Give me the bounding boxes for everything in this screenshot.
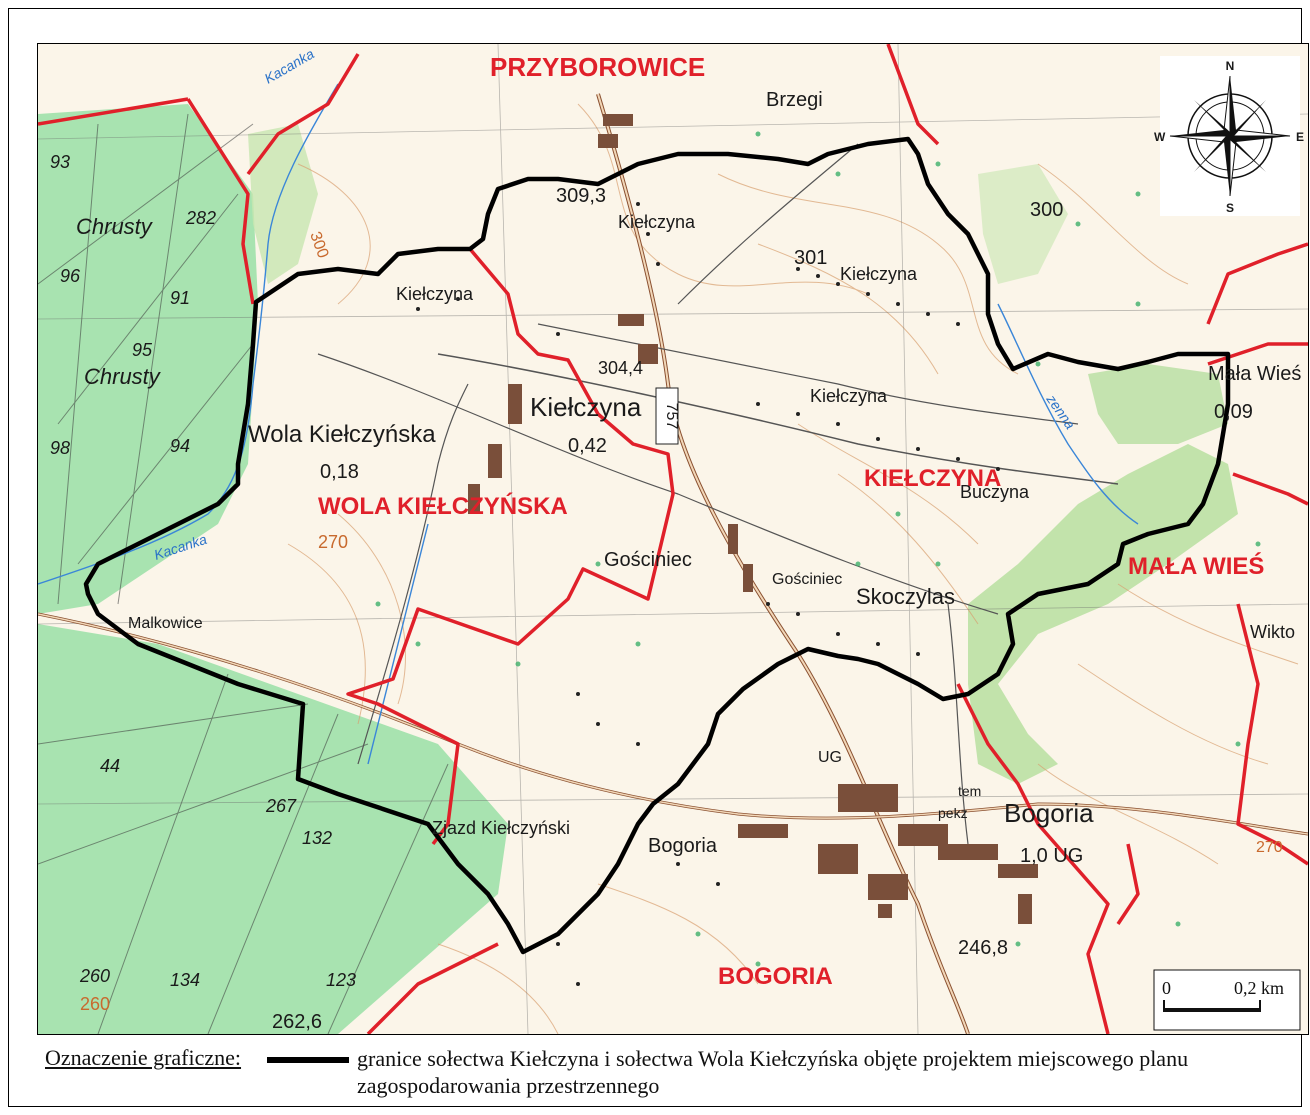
compass-s: S	[1226, 201, 1234, 215]
label-skoczylas: Skoczylas	[856, 584, 955, 609]
legend-description: granice sołectwa Kiełczyna i sołectwa Wo…	[357, 1046, 1189, 1098]
label-ug: UG	[818, 749, 842, 766]
label-chrusty-2: Chrusty	[84, 364, 162, 389]
forest-compartment-numbers: 93 282 96 91 95 98 94 44 267 132 260 134…	[50, 152, 356, 990]
label-wola-kielczynska-value: 0,18	[320, 461, 359, 483]
label-height-309: 309,3	[556, 185, 606, 207]
label-bogoria-town: Bogoria	[1004, 798, 1094, 828]
label-przyborowice: PRZYBOROWICE	[490, 52, 705, 82]
streams	[38, 83, 1139, 765]
label-tem: tem	[958, 783, 981, 799]
svg-text:98: 98	[50, 438, 70, 458]
label-goscinec-1: Gościniec	[604, 549, 692, 571]
compass-e: E	[1296, 130, 1304, 144]
label-height-246: 246,8	[958, 937, 1008, 959]
label-bogoria-small: Bogoria	[648, 835, 718, 857]
svg-text:132: 132	[302, 828, 332, 848]
scale-bar: 0 0,2 km	[1153, 969, 1301, 1031]
label-height-262: 262,6	[272, 1011, 322, 1033]
label-contour-260: 260	[80, 994, 110, 1014]
svg-text:96: 96	[60, 266, 81, 286]
label-goscinec-2: Gościniec	[772, 571, 842, 588]
label-contour-270: 270	[318, 532, 348, 552]
svg-text:44: 44	[100, 756, 120, 776]
label-kielczyna-1: Kiełczyna	[618, 212, 696, 232]
legend-title: Oznaczenie graficzne:	[45, 1045, 242, 1070]
svg-text:91: 91	[170, 288, 190, 308]
label-kielczyna-main: Kiełczyna	[530, 392, 642, 422]
label-bogoria-town-value: 1,0 UG	[1020, 845, 1083, 867]
red-village-boundaries	[38, 44, 1308, 1034]
orchard-dots	[375, 131, 1261, 967]
label-kielczyna-main-value: 0,42	[568, 435, 607, 457]
roads	[38, 93, 1308, 1034]
label-road-757: 757	[663, 403, 680, 430]
grid-lines	[38, 44, 1308, 1034]
contour-lines	[287, 103, 1299, 1034]
topographic-map[interactable]: PRZYBOROWICE KIEŁCZYNA WOLA KIEŁCZYŃSKA …	[37, 43, 1309, 1035]
label-height-301: 301	[794, 247, 827, 269]
label-kielczyna-3: Kiełczyna	[396, 284, 474, 304]
svg-text:94: 94	[170, 436, 190, 456]
svg-text:134: 134	[170, 970, 200, 990]
label-pekz: pekz	[938, 805, 968, 821]
label-brzegi: Brzegi	[766, 89, 823, 111]
road-number-badge: 757	[655, 387, 680, 445]
svg-text:260: 260	[79, 966, 110, 986]
label-malkowice: Malkowice	[128, 615, 203, 632]
forest-tracks	[38, 113, 449, 1034]
label-wiktorow: Wikto	[1250, 622, 1295, 642]
label-height-304: 304,4	[598, 358, 643, 378]
label-mala-wies-village: MAŁA WIEŚ	[1128, 552, 1264, 580]
label-kielczyna-4: Kiełczyna	[810, 386, 888, 406]
svg-text:282: 282	[185, 208, 216, 228]
figure-frame: PRZYBOROWICE KIEŁCZYNA WOLA KIEŁCZYŃSKA …	[8, 8, 1309, 1107]
legend-boundary-swatch	[267, 1057, 349, 1063]
label-wola-kielczynska: Wola Kiełczyńska	[248, 421, 436, 448]
label-zjazd: Zjazd Kiełczyński	[432, 818, 570, 838]
compass-n: N	[1226, 59, 1235, 73]
svg-text:267: 267	[265, 796, 297, 816]
label-kielczyna-2: Kiełczyna	[840, 264, 918, 284]
scale-start: 0	[1162, 978, 1171, 998]
label-mala-wies-value: 0,09	[1214, 401, 1253, 423]
label-mala-wies: Mała Wieś	[1208, 363, 1301, 385]
svg-text:93: 93	[50, 152, 70, 172]
scale-end: 0,2 km	[1234, 978, 1284, 998]
compass-rose-icon: N S E W	[1154, 56, 1304, 216]
label-height-300: 300	[1030, 199, 1063, 221]
label-kielczyna-village: KIEŁCZYNA	[864, 465, 1001, 492]
compass-w: W	[1154, 130, 1166, 144]
svg-text:95: 95	[132, 340, 153, 360]
label-buczyna: Buczyna	[960, 482, 1030, 502]
label-wola-kielczynska-village: WOLA KIEŁCZYŃSKA	[318, 492, 568, 520]
label-chrusty-1: Chrusty	[76, 214, 154, 239]
buildings	[468, 114, 1038, 924]
svg-text:123: 123	[326, 970, 356, 990]
label-bogoria-village: BOGORIA	[718, 963, 833, 990]
study-area-boundary	[83, 136, 1231, 955]
label-contour-270-right: 270	[1256, 839, 1283, 856]
